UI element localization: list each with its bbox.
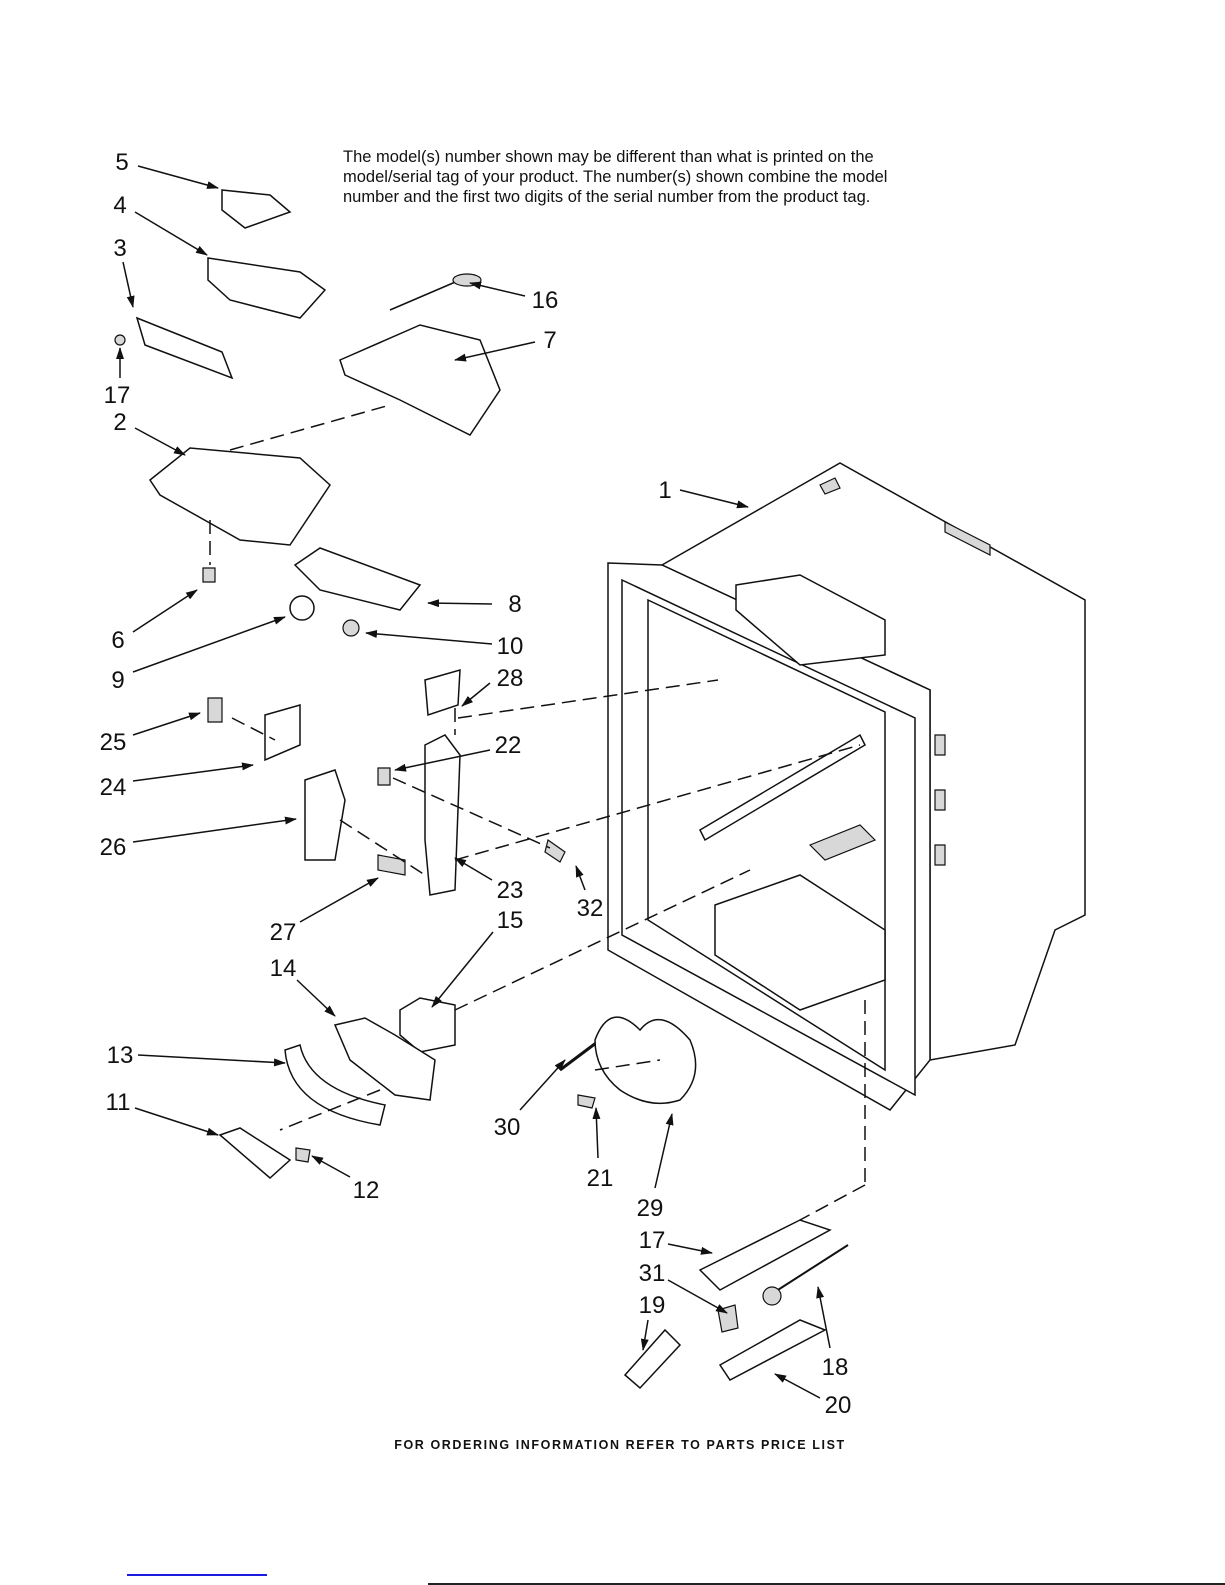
part-26: [304, 769, 346, 861]
part-7: [339, 324, 501, 436]
part-14: [333, 1017, 436, 1101]
callout-14: 14: [270, 955, 297, 982]
callout-1: 1: [658, 477, 671, 504]
assembly-lines: [209, 404, 866, 1221]
callout-16: 16: [532, 287, 559, 314]
part-4: [207, 257, 327, 319]
callout-11: 11: [106, 1089, 131, 1116]
callout-24: 24: [100, 774, 127, 801]
callout-12: 12: [353, 1177, 380, 1204]
callout-18: 18: [822, 1354, 849, 1381]
scan-artifact-dark-line: [428, 1583, 1225, 1585]
callout-4: 4: [113, 192, 126, 219]
callout-2: 2: [113, 409, 126, 436]
part-22: [377, 767, 391, 786]
callout-31: 31: [639, 1260, 666, 1287]
callout-10: 10: [497, 633, 524, 660]
ordering-info-footer: FOR ORDERING INFORMATION REFER TO PARTS …: [394, 1438, 846, 1452]
callout-30: 30: [494, 1114, 521, 1141]
part-32: [544, 839, 566, 863]
part-18: [769, 1244, 849, 1296]
leader-arrows: [116, 165, 831, 1399]
callout-17: 17: [104, 382, 131, 409]
part-30: [559, 1038, 601, 1072]
notice-line-2: model/serial tag of your product. The nu…: [343, 168, 888, 186]
part-19: [623, 1328, 682, 1390]
notice-line-1: The model(s) number shown may be differe…: [343, 148, 874, 166]
callout-22: 22: [495, 732, 522, 759]
part-13: [284, 1044, 386, 1126]
part-6: [202, 567, 216, 583]
scan-artifact-blue-line: [127, 1574, 267, 1576]
part-20: [718, 1319, 827, 1381]
callout-9: 9: [111, 667, 124, 694]
part-24: [264, 704, 301, 762]
part-3: [135, 316, 234, 380]
callout-3: 3: [113, 235, 126, 262]
callout-13: 13: [107, 1042, 134, 1069]
part-25: [207, 697, 223, 723]
part-17-bracket: [698, 1219, 832, 1291]
part-29: [594, 1016, 697, 1105]
callout-17-lower: 17: [639, 1227, 666, 1254]
callout-19: 19: [639, 1292, 666, 1319]
part-15: [399, 997, 456, 1053]
model-number-notice: The model(s) number shown may be differe…: [343, 147, 887, 207]
part-10: [342, 619, 360, 637]
part-28: [424, 668, 461, 717]
callout-25: 25: [100, 729, 127, 756]
callout-21: 21: [587, 1165, 614, 1192]
part-12: [295, 1147, 311, 1163]
parts: [114, 189, 849, 1390]
callout-8: 8: [508, 591, 521, 618]
callout-32: 32: [577, 895, 604, 922]
callout-29: 29: [637, 1195, 664, 1222]
part-17-screw: [114, 334, 126, 346]
callout-27: 27: [270, 919, 297, 946]
part-21: [577, 1094, 596, 1109]
part-16: [389, 279, 461, 311]
callout-labels: 1 2 3 4 5 6 7 8 9 10 11 12 13 14 15 16 1…: [100, 149, 852, 1419]
notice-line-3: number and the first two digits of the s…: [343, 188, 871, 206]
callout-5: 5: [115, 149, 128, 176]
callout-23: 23: [497, 877, 524, 904]
callout-26: 26: [100, 834, 127, 861]
callout-15: 15: [497, 907, 524, 934]
callout-7: 7: [543, 327, 556, 354]
part-11: [218, 1127, 292, 1179]
callout-6: 6: [111, 627, 124, 654]
part-5: [221, 189, 292, 229]
part-8: [293, 547, 422, 611]
callout-28: 28: [497, 665, 524, 692]
part-23: [424, 734, 461, 896]
refrigerator-liner: [607, 462, 1086, 1111]
part-2: [148, 447, 331, 546]
part-27: [377, 854, 406, 876]
part-9: [289, 595, 315, 621]
part-18-knob: [762, 1286, 782, 1306]
callout-20: 20: [825, 1392, 852, 1419]
